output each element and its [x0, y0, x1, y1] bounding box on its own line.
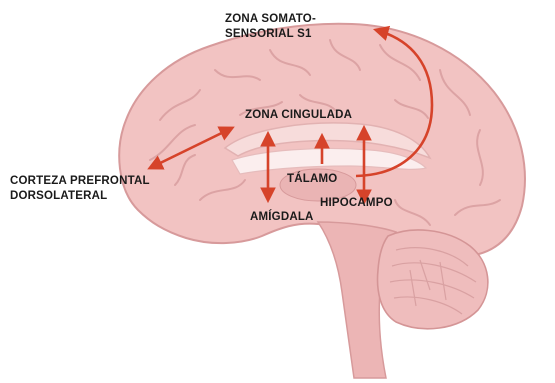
- label-zona-somatosensorial: ZONA SOMATO- SENSORIAL S1: [225, 12, 316, 42]
- label-somato-line2: SENSORIAL S1: [225, 27, 316, 42]
- label-zona-cingulada: ZONA CINGULADA: [245, 108, 352, 123]
- label-prefrontal-line2: DORSOLATERAL: [10, 189, 150, 204]
- label-somato-line1: ZONA SOMATO-: [225, 12, 316, 27]
- label-talamo: TÁLAMO: [287, 172, 337, 187]
- label-corteza-prefrontal: CORTEZA PREFRONTAL DORSOLATERAL: [10, 174, 150, 204]
- label-amigdala: AMÍGDALA: [250, 210, 314, 225]
- label-hipocampo: HIPOCAMPO: [320, 196, 393, 211]
- label-prefrontal-line1: CORTEZA PREFRONTAL: [10, 174, 150, 189]
